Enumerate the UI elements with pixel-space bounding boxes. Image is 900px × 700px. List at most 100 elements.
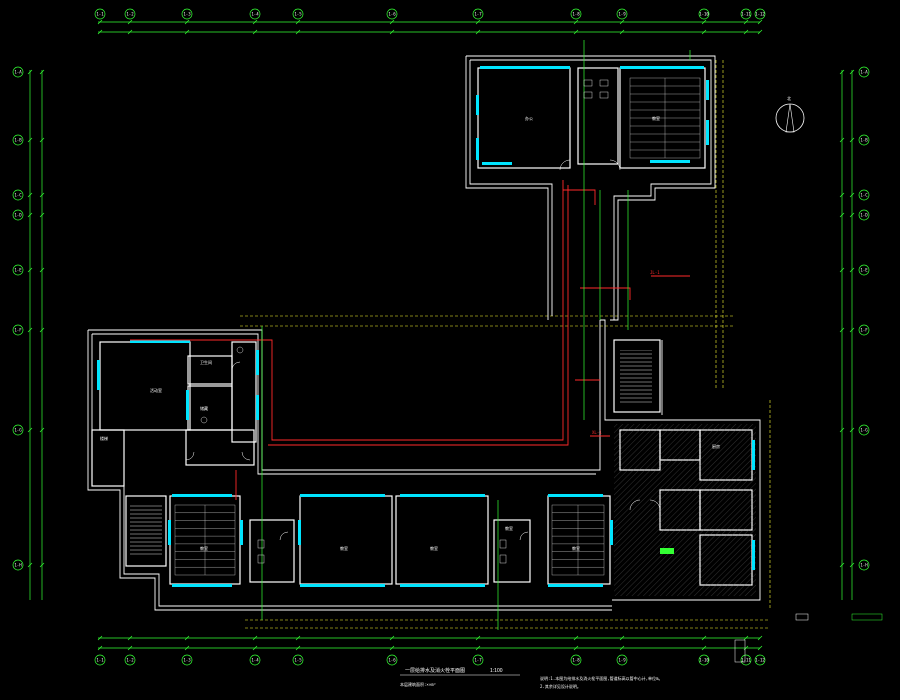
top-grid-bubble <box>124 8 136 20</box>
grid-bubbles: 1-1 1-2 1-3 1-4 1-5 1-6 1-7 1-8 1-9 1-10 1-11 1-12 1… <box>12 8 870 666</box>
svg-text:JL-1: JL-1 <box>650 270 660 275</box>
right-grid-bubble <box>858 209 870 221</box>
top-grid-label: 1-5 <box>294 12 302 17</box>
top-grid-label: 1-7 <box>474 12 482 17</box>
bottom-grid-bubble <box>292 654 304 666</box>
right-grid-bubble <box>858 189 870 201</box>
room-label: 教室 <box>200 545 208 551</box>
top-grid-label: 1-1 <box>96 12 104 17</box>
left-grid-label: 1-C <box>14 193 22 198</box>
right-grid-bubble <box>858 324 870 336</box>
right-grid-label: 1-H <box>860 563 868 568</box>
svg-text:XL-1: XL-1 <box>592 430 602 435</box>
bottom-grid-bubble <box>386 654 398 666</box>
top-grid-bubble <box>754 8 766 20</box>
hatched-zone <box>614 424 756 596</box>
bottom-grid-label: 1-3 <box>183 658 191 663</box>
title-block: 一层给排水及消火栓平面图 1:100 本层建筑面积:××m² 说明:1.本图为给… <box>400 667 662 689</box>
left-grid-label: 1-D <box>14 213 22 218</box>
bottom-grid-label: 1-9 <box>618 658 626 663</box>
left-grid-label: 1-A <box>14 70 22 75</box>
left-grid-label: 1-G <box>14 428 22 433</box>
bottom-grid-label: 1-1 <box>96 658 104 663</box>
top-grid-label: 1-12 <box>755 12 765 17</box>
right-grid-label: 1-D <box>860 213 868 218</box>
bottom-grid-bubble <box>616 654 628 666</box>
top-grid-label: 1-6 <box>388 12 396 17</box>
bottom-grid-label: 1-8 <box>572 658 580 663</box>
bottom-right-markers <box>734 613 883 663</box>
bottom-grid-label: 1-7 <box>474 658 482 663</box>
right-grid-label: 1-G <box>860 428 868 433</box>
left-grid-bubble <box>12 134 24 146</box>
top-grid-bubble <box>94 8 106 20</box>
right-grid-bubble <box>858 559 870 571</box>
dashed-yellow-lines <box>240 60 771 629</box>
pipe-labels: JL-1 XL-1 <box>592 270 660 435</box>
right-grid-bubble <box>858 264 870 276</box>
bottom-grid-label: 1-6 <box>388 658 396 663</box>
left-grid-bubble <box>12 264 24 276</box>
top-grid-label: 1-10 <box>699 12 709 17</box>
room-label: 教室 <box>505 525 513 531</box>
left-grid-bubble <box>12 424 24 436</box>
room-label: 楼梯 <box>100 435 108 441</box>
left-grid-bubble <box>12 324 24 336</box>
bottom-grid-bubble <box>472 654 484 666</box>
right-grid-label: 1-C <box>860 193 868 198</box>
fire-hydrant-pipes <box>130 180 690 500</box>
dimension-grid <box>29 21 853 649</box>
left-grid-bubble <box>12 189 24 201</box>
room-label: 卫生间 <box>200 359 212 365</box>
bottom-grid-label: 1-4 <box>251 658 259 663</box>
stair-right <box>620 350 652 405</box>
bottom-grid-bubble <box>754 654 766 666</box>
bottom-grid-bubble <box>181 654 193 666</box>
room-label: 厨房 <box>712 443 720 449</box>
right-grid-label: 1-A <box>860 70 868 75</box>
room-label: 活动室 <box>150 387 162 393</box>
left-grid-label: 1-B <box>14 138 22 143</box>
right-grid-label: 1-E <box>860 268 868 273</box>
top-grid-label: 1-8 <box>572 12 580 17</box>
room-label: 教室 <box>652 115 660 121</box>
top-grid-bubble <box>698 8 710 20</box>
drawing-scale: 1:100 <box>490 668 503 674</box>
drawing-title: 一层给排水及消火栓平面图 <box>405 667 465 674</box>
top-grid-bubble <box>472 8 484 20</box>
room-label: 教室 <box>340 545 348 551</box>
room-label: 办公 <box>525 115 533 121</box>
bottom-grid-label: 1-2 <box>126 658 134 663</box>
bottom-grid-bubble <box>124 654 136 666</box>
plumbing-fixtures <box>200 79 674 564</box>
right-grid-bubble <box>858 134 870 146</box>
right-grid-bubble <box>858 66 870 78</box>
bottom-grid-label: 1-12 <box>755 658 765 663</box>
top-grid-bubble <box>292 8 304 20</box>
north-arrow: 北 <box>775 95 805 133</box>
dimension-texts <box>27 19 855 651</box>
left-grid-bubble <box>12 66 24 78</box>
north-label: 北 <box>787 95 791 101</box>
top-grid-label: 1-2 <box>126 12 134 17</box>
windows <box>97 66 755 587</box>
top-grid-bubble <box>386 8 398 20</box>
bottom-grid-bubble <box>249 654 261 666</box>
top-grid-label: 1-4 <box>251 12 259 17</box>
stair-left <box>130 505 162 555</box>
left-grid-bubble <box>12 559 24 571</box>
top-grid-label: 1-9 <box>618 12 626 17</box>
top-grid-label: 1-11 <box>741 12 751 17</box>
right-grid-bubble <box>858 424 870 436</box>
bottom-grid-label: 1-10 <box>699 658 709 663</box>
room-label: 教室 <box>572 545 580 551</box>
top-grid-label: 1-3 <box>183 12 191 17</box>
right-grid-label: 1-F <box>860 328 868 333</box>
bottom-grid-bubble <box>740 654 752 666</box>
bottom-grid-bubble <box>698 654 710 666</box>
bottom-grid-label: 1-5 <box>294 658 302 663</box>
left-grid-bubble <box>12 209 24 221</box>
top-grid-bubble <box>181 8 193 20</box>
top-grid-bubble <box>740 8 752 20</box>
